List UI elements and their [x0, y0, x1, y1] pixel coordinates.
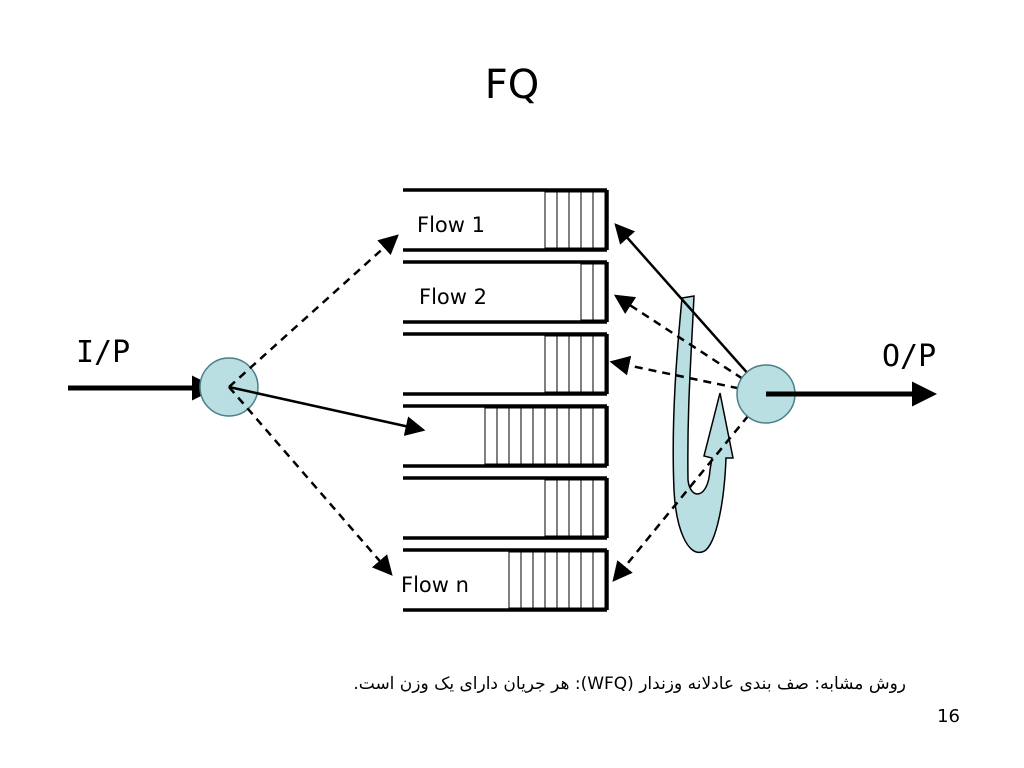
- queued-packet: [592, 407, 606, 465]
- queued-packet: [568, 551, 582, 609]
- queued-packet: [592, 479, 606, 537]
- queued-packet: [532, 407, 546, 465]
- queued-packet: [532, 551, 546, 609]
- round-robin-arrow-icon: [672, 295, 734, 554]
- page-number: 16: [937, 706, 960, 727]
- output-label: O/P: [882, 339, 936, 374]
- queue-1: Flow 1: [403, 188, 609, 252]
- queued-packet: [520, 407, 534, 465]
- queued-packet: [556, 191, 570, 249]
- queued-packet: [556, 335, 570, 393]
- queued-packet: [568, 335, 582, 393]
- queued-packet: [568, 191, 582, 249]
- queued-packet: [580, 191, 594, 249]
- scheduler-dashed-arrow-flow-2: [613, 294, 767, 396]
- queued-packet: [544, 551, 558, 609]
- queued-packet: [592, 263, 606, 321]
- scheduler-dashed-arrow-queue-3: [609, 355, 767, 396]
- queued-packet: [556, 479, 570, 537]
- scheduler-solid-arrow-flow-1: [614, 223, 767, 395]
- queue-label: Flow n: [401, 573, 469, 597]
- scheduler-dashed-arrow-flow-n: [612, 393, 767, 582]
- queue-label: Flow 2: [419, 285, 487, 309]
- queued-packet: [592, 335, 606, 393]
- input-label: I/P: [76, 335, 130, 370]
- queued-packet: [544, 407, 558, 465]
- queued-packet: [568, 407, 582, 465]
- queued-packet: [556, 551, 570, 609]
- queued-packet: [568, 479, 582, 537]
- classifier-solid-arrow-queue-4: [228, 385, 426, 436]
- queue-5: [403, 476, 609, 540]
- queued-packet: [508, 407, 522, 465]
- queued-packet: [592, 551, 606, 609]
- queued-packet: [556, 407, 570, 465]
- queued-packet: [544, 479, 558, 537]
- queued-packet: [544, 191, 558, 249]
- queued-packet: [580, 407, 594, 465]
- queued-packet: [520, 551, 534, 609]
- slide-title: FQ: [484, 62, 540, 108]
- queue-6: Flow n: [401, 548, 609, 612]
- queued-packet: [544, 335, 558, 393]
- slide-caption: روش مشابه: صف بندی عادلانه وزندار (WFQ):…: [353, 674, 906, 694]
- queue-label: Flow 1: [417, 213, 485, 237]
- queued-packet: [484, 407, 498, 465]
- queue-2: Flow 2: [403, 260, 609, 324]
- classifier-dashed-arrow-flow-n: [228, 386, 393, 576]
- queue-4: [403, 404, 609, 468]
- queue-stack: Flow 1 Flow 2 Flow n: [401, 188, 609, 612]
- queued-packet: [580, 263, 594, 321]
- queued-packet: [592, 191, 606, 249]
- queued-packet: [580, 335, 594, 393]
- classifier-dashed-arrow-flow-1: [228, 234, 399, 388]
- queued-packet: [508, 551, 522, 609]
- queued-packet: [496, 407, 510, 465]
- queue-3: [403, 332, 609, 396]
- queued-packet: [580, 479, 594, 537]
- queued-packet: [580, 551, 594, 609]
